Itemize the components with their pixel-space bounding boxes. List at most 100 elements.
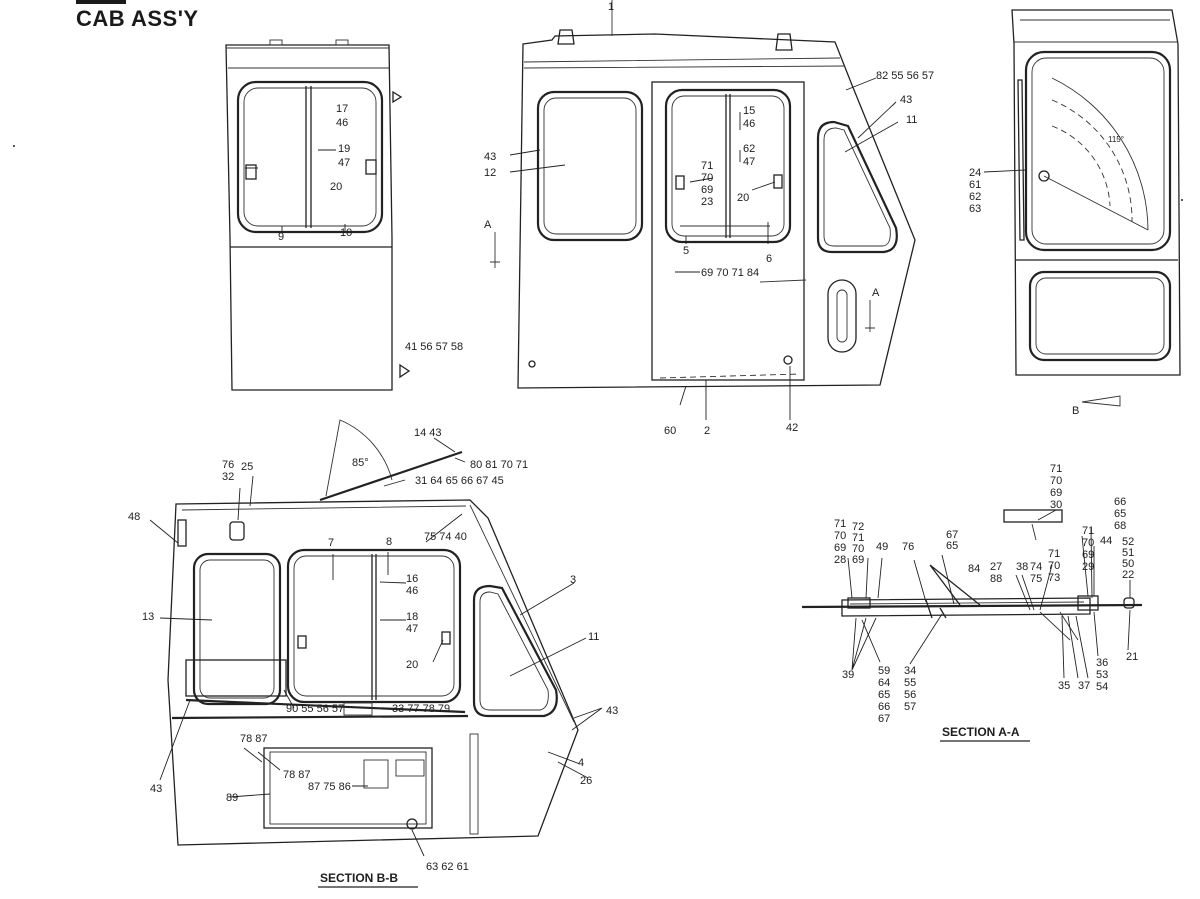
callout-aa-64: 64 [878,677,890,689]
callout-front-10: 10 [340,227,352,239]
callout-bb-26: 26 [580,775,592,787]
callout-front-9: 9 [278,231,284,243]
callout-aa-71c: 71 [852,532,864,544]
front-view: 17 46 19 47 20 9 10 41 56 57 58 [225,39,463,391]
callout-side-2: 2 [704,425,710,437]
section-aa-clamp-lines [1039,611,1079,641]
callout-aa-75: 75 [1030,573,1042,585]
callout-aa-73: 73 [1048,572,1060,584]
callout-bb-7: 7 [328,537,334,549]
section-aa-view: 71 70 69 30 66 65 68 71 70 69 28 72 71 7… [801,463,1143,742]
callout-bb-75-74-40: 75 74 40 [424,531,467,543]
callout-aa-30: 30 [1050,499,1062,511]
side-lifting-eyes [557,29,793,51]
side-front-window-frame [536,90,644,242]
callout-side-15: 15 [743,105,755,117]
callout-aa-22: 22 [1122,569,1134,581]
callout-bb-80-81-70-71: 80 81 70 71 [470,459,528,471]
section-aa-top-bracket [1003,509,1063,523]
front-window-frame [236,80,384,234]
callout-aa-36: 36 [1096,657,1108,669]
callout-bb-32: 32 [222,471,234,483]
section-bb-belt [171,698,469,720]
front-leaders [245,149,346,231]
section-bb-lower-label [363,759,389,789]
section-aa-diagonal-braces [925,564,981,619]
section-bb-outline [167,499,579,846]
callout-side-42: 42 [786,422,798,434]
section-bb-label: SECTION B-B [320,871,398,885]
marker-a-left: A [484,219,492,231]
section-bb-lower-bolt [406,818,418,830]
callout-aa-69c: 69 [852,554,864,566]
callout-bb-33-77-78-79: 33 77 78 79 [392,703,450,715]
callout-aa-72: 72 [852,521,864,533]
callout-bb-90-55-56-57: 90 55 56 57 [286,703,344,715]
callout-side-47: 47 [743,156,755,168]
side-marker-a-left [490,232,500,268]
callout-bb-63-62-61: 63 62 61 [426,861,469,873]
side-door-window-frame [664,88,792,244]
rear-window-glass [1031,57,1165,245]
rear-angle-label: 115° [1108,135,1124,144]
marker-a-right: A [872,287,880,299]
callout-bb-25: 25 [241,461,253,473]
callout-side-1: 1 [608,1,614,13]
callout-aa-44: 44 [1100,535,1112,547]
callout-aa-66b: 66 [878,701,890,713]
callout-bb-20: 20 [406,659,418,671]
callout-front-46: 46 [336,117,348,129]
front-roof-lines [226,47,390,69]
side-view: 1 A A [484,0,934,437]
callout-rear-63: 63 [969,203,981,215]
callout-aa-71e: 71 [1048,548,1060,560]
callout-aa-69d: 69 [1082,549,1094,561]
rear-lower-panel-inner [1035,277,1165,355]
side-roof-lines [523,57,846,69]
rear-swing-arc-mid [1051,99,1133,223]
callout-side-5: 5 [683,245,689,257]
rear-swing-arc-inner [1051,125,1111,207]
callout-aa-69b: 69 [834,542,846,554]
section-bb-latch-left [297,635,307,649]
side-door-rails [680,225,807,283]
rear-view-outline [1011,9,1181,376]
callout-aa-21: 21 [1126,651,1138,663]
rear-roof-lines [1014,19,1178,43]
callout-aa-52: 52 [1122,536,1134,548]
callout-aa-65a: 65 [946,540,958,552]
callout-aa-71d: 71 [1082,525,1094,537]
front-marker-top [392,90,403,104]
stray-dot-left [13,145,15,147]
front-roof-clip-left [269,39,283,46]
side-rear-window-frame [816,120,898,254]
callout-aa-70c: 70 [852,543,864,555]
side-rear-window-glass [823,127,891,247]
callout-aa-51: 51 [1122,547,1134,559]
side-leaders [509,77,899,420]
callout-aa-34: 34 [904,665,916,677]
callout-bb-3: 3 [570,574,576,586]
callout-side-23: 23 [701,196,713,208]
callout-front-47: 47 [338,157,350,169]
callout-side-46: 46 [743,118,755,130]
side-marker-a-right [865,300,875,332]
front-view-outline [225,44,393,391]
callout-aa-65: 65 [1114,508,1126,520]
callout-side-11: 11 [906,114,917,126]
callout-aa-70d: 70 [1082,537,1094,549]
marker-b: B [1072,405,1079,417]
callout-aa-70a: 70 [1050,475,1062,487]
callout-aa-57: 57 [904,701,916,713]
callout-bb-47: 47 [406,623,418,635]
callout-bb-89: 89 [226,792,238,804]
rear-leader [983,169,1027,173]
side-door-bottom-dashed [659,373,801,379]
side-door-window-glass [671,95,785,237]
callout-aa-35: 35 [1058,680,1070,692]
front-latch-right [365,159,377,175]
section-aa-top-stem [1031,523,1037,541]
section-bb-gas-strut [319,450,463,502]
